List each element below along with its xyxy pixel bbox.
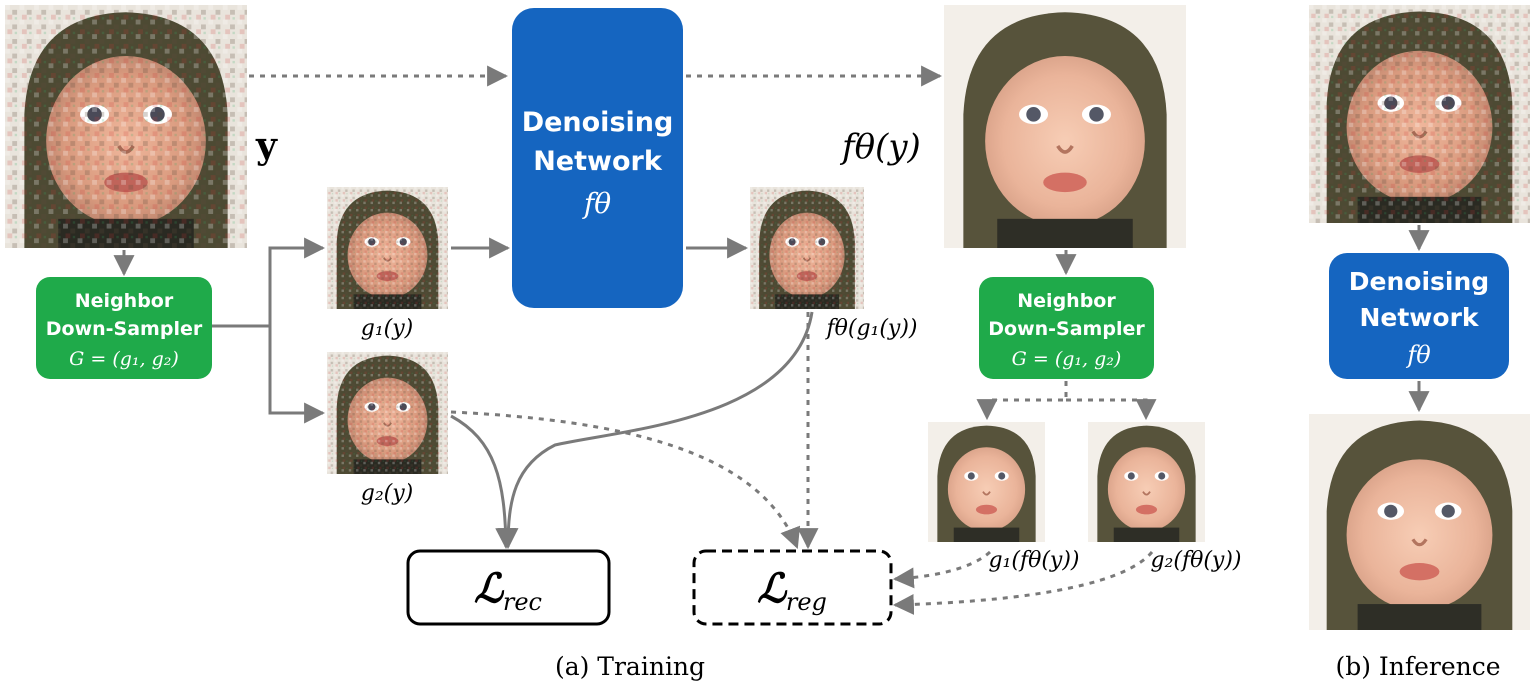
denoiser-training-line2: Network xyxy=(533,146,663,177)
denoiser-inference-line2: Network xyxy=(1359,303,1479,332)
label-g2-f-y: g₂(fθ(y)) xyxy=(1150,548,1241,573)
arrow-g1f-to-lreg-dotted xyxy=(892,550,992,589)
f-g1-output-image xyxy=(750,187,864,309)
arrow-branch-to-g2 xyxy=(268,326,326,424)
label-f-g1-y: fθ(g₁(y)) xyxy=(824,316,917,341)
sampler-right-line1: Neighbor xyxy=(1017,290,1116,312)
arrow-fg1-to-lrec xyxy=(497,311,814,550)
label-f-y: fθ(y) xyxy=(839,127,921,167)
noisy-input-image xyxy=(5,5,247,248)
denoising-network-inference: Denoising Network fθ xyxy=(1329,253,1509,379)
sampler-training-line2: Down-Sampler xyxy=(46,318,203,340)
loss-rec-box: ℒrec xyxy=(406,549,611,626)
loss-reg-box: ℒreg xyxy=(692,549,893,626)
inference-output-image xyxy=(1309,414,1530,630)
loss-reg-subscript: reg xyxy=(786,588,827,616)
svg-text:ℒreg: ℒreg xyxy=(757,565,827,616)
label-g1-f-y: g₁(fθ(y)) xyxy=(988,548,1079,573)
sampler-training-line1: Neighbor xyxy=(75,290,174,312)
arrow-g2-to-lrec xyxy=(450,414,517,550)
denoiser-training-param: fθ xyxy=(582,187,611,220)
sampler-right-formula: G = (g₁, g₂) xyxy=(1012,348,1122,370)
loss-rec-symbol: ℒ xyxy=(474,565,505,612)
g1-subimage xyxy=(327,187,448,309)
sampler-training-formula: G = (g₁, g₂) xyxy=(69,348,179,370)
inference-input-image xyxy=(1309,5,1530,223)
caption-inference: (b) Inference xyxy=(1335,652,1500,681)
g2-subimage xyxy=(327,352,448,474)
denoiser-training-line1: Denoising xyxy=(522,107,674,138)
denoised-output-image xyxy=(944,5,1186,248)
neighbor-down-sampler-right: Neighbor Down-Sampler G = (g₁, g₂) xyxy=(979,277,1154,379)
g2-of-denoised-image xyxy=(1088,422,1205,542)
svg-text:ℒrec: ℒrec xyxy=(474,565,542,616)
loss-reg-symbol: ℒ xyxy=(757,565,788,612)
caption-training: (a) Training xyxy=(555,652,705,681)
neighbor-down-sampler-training: Neighbor Down-Sampler G = (g₁, g₂) xyxy=(36,277,212,379)
denoiser-inference-param: fθ xyxy=(1405,341,1431,369)
arrow-sampler-to-g1f-dotted xyxy=(976,381,1068,421)
loss-rec-subscript: rec xyxy=(503,588,542,616)
arrow-g2f-to-lreg-dotted xyxy=(892,551,1154,615)
denoising-network-training: Denoising Network fθ xyxy=(512,8,683,308)
g1-of-denoised-image xyxy=(928,422,1045,542)
denoiser-inference-line1: Denoising xyxy=(1349,267,1489,296)
label-y: y xyxy=(255,125,278,167)
arrow-branch-to-g1 xyxy=(268,237,326,326)
label-g2-y: g₂(y) xyxy=(361,481,414,506)
arrow-g2-to-lreg-dotted xyxy=(450,410,801,549)
sampler-right-line2: Down-Sampler xyxy=(988,318,1145,340)
label-g1-y: g₁(y) xyxy=(361,316,414,341)
arrow-sampler-to-g2f-dotted xyxy=(1066,398,1157,421)
